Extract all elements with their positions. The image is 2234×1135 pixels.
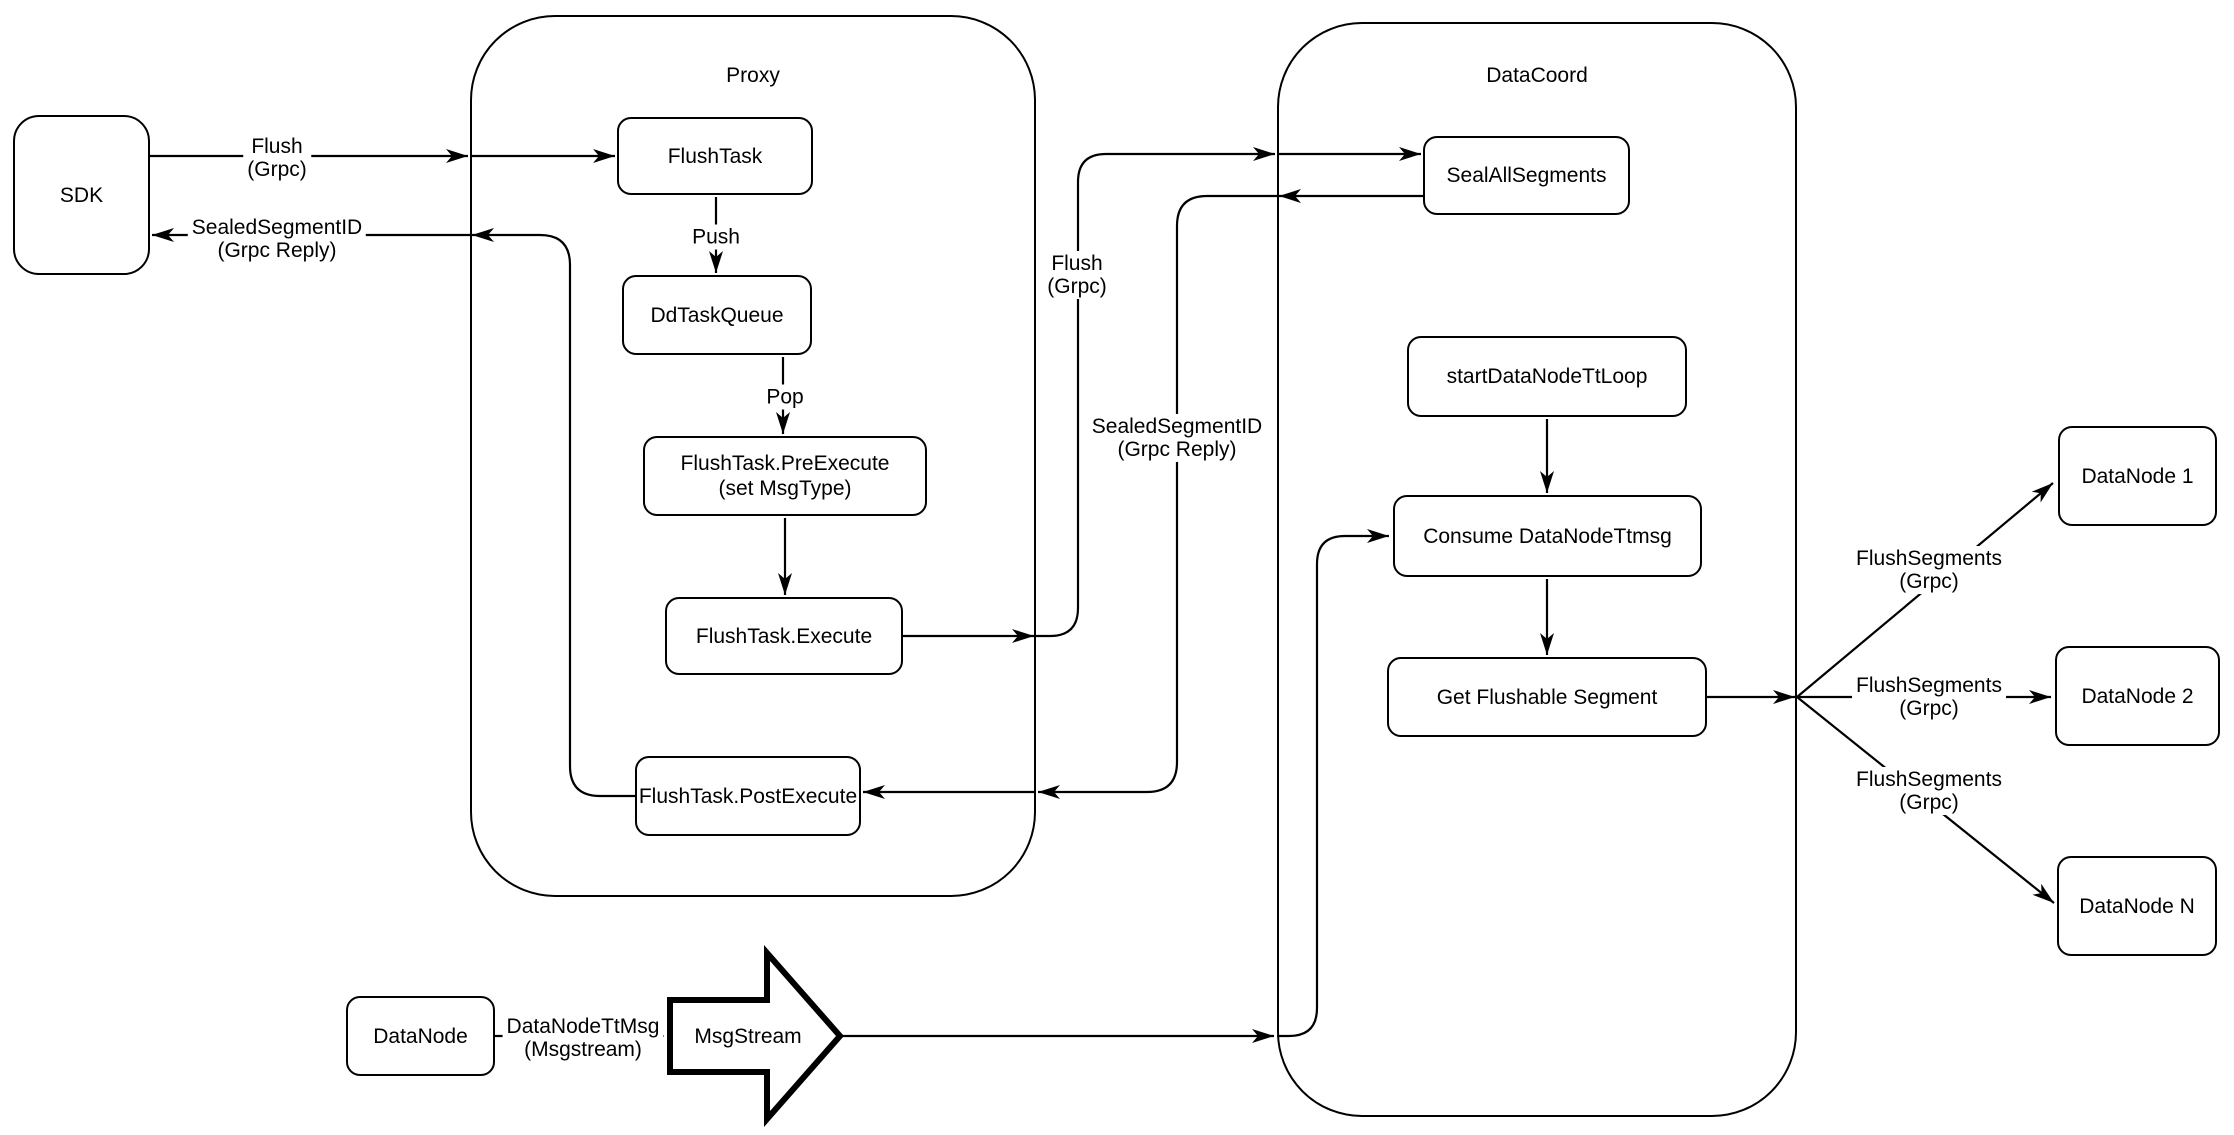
label-flushsegments-1-line2: (Grpc) — [1899, 570, 1959, 593]
label-sealedsegmentid-datacoord: SealedSegmentID (Grpc Reply) — [1087, 414, 1267, 462]
edge-reply-riser — [472, 228, 635, 798]
consume-data-node-ttmsg-node: Consume DataNodeTtmsg — [1393, 495, 1702, 577]
label-flushsegments-2: FlushSegments (Grpc) — [1852, 673, 2006, 721]
label-flushsegments-2-line1: FlushSegments — [1856, 674, 2002, 697]
post-execute-node: FlushTask.PostExecute — [635, 756, 861, 836]
msgstream-label: MsgStream — [694, 1025, 802, 1048]
label-sealedsegmentid-sdk: SealedSegmentID (Grpc Reply) — [187, 215, 367, 263]
label-flushsegments-2-line2: (Grpc) — [1899, 697, 1959, 720]
data-node-2-node: DataNode 2 — [2055, 646, 2220, 746]
flush-task-node: FlushTask — [617, 117, 813, 195]
datacoord-container-label: DataCoord — [1486, 64, 1588, 87]
label-push: Push — [688, 224, 744, 250]
label-sealedsegmentid-sdk-line2: (Grpc Reply) — [217, 239, 337, 262]
sdk-node: SDK — [13, 115, 150, 275]
data-node-1-node: DataNode 1 — [2058, 426, 2217, 526]
label-sealedsegmentid-sdk-line1: SealedSegmentID — [191, 216, 363, 239]
label-pop: Pop — [762, 384, 808, 410]
data-node-n-node: DataNode N — [2057, 856, 2217, 956]
seal-all-segments-node: SealAllSegments — [1423, 136, 1630, 215]
label-flushsegments-3: FlushSegments (Grpc) — [1852, 767, 2006, 815]
label-flush-grpc-datacoord-line1: Flush — [1051, 252, 1103, 275]
edge-sealed-descender — [1038, 194, 1277, 799]
label-flush-grpc-datacoord-line2: (Grpc) — [1047, 275, 1107, 298]
label-sealedsegmentid-datacoord-line1: SealedSegmentID — [1091, 415, 1263, 438]
edge-flush-riser — [1036, 147, 1275, 638]
label-flush-grpc-sdk-line1: Flush — [251, 135, 303, 158]
label-flushsegments-3-line2: (Grpc) — [1899, 791, 1959, 814]
label-flush-grpc-sdk-line2: (Grpc) — [247, 158, 307, 181]
pre-execute-line1: FlushTask.PreExecute — [680, 452, 890, 475]
data-node-source-node: DataNode — [346, 996, 495, 1076]
label-flushsegments-1: FlushSegments (Grpc) — [1852, 546, 2006, 594]
proxy-container-label: Proxy — [726, 64, 780, 87]
label-datanodettmsg-line2: (Msgstream) — [524, 1038, 642, 1061]
msgstream-shape — [667, 945, 844, 1127]
label-flush-grpc-datacoord: Flush (Grpc) — [1043, 251, 1111, 299]
label-flushsegments-3-line1: FlushSegments — [1856, 768, 2002, 791]
label-flushsegments-1-line1: FlushSegments — [1856, 547, 2002, 570]
pre-execute-line2: (set MsgType) — [718, 477, 852, 500]
label-sealedsegmentid-datacoord-line2: (Grpc Reply) — [1117, 438, 1237, 461]
execute-node: FlushTask.Execute — [665, 597, 903, 675]
label-datanodettmsg-line1: DataNodeTtMsg — [506, 1015, 660, 1038]
pre-execute-node: FlushTask.PreExecute (set MsgType) — [643, 436, 927, 516]
get-flushable-segment-node: Get Flushable Segment — [1387, 657, 1707, 737]
dd-task-queue-node: DdTaskQueue — [622, 275, 812, 355]
start-data-node-tt-loop-node: startDataNodeTtLoop — [1407, 336, 1687, 417]
label-flush-grpc-sdk: Flush (Grpc) — [243, 134, 311, 182]
edge-msgstream-riser — [1277, 529, 1389, 1038]
label-datanodettmsg: DataNodeTtMsg (Msgstream) — [502, 1014, 664, 1062]
